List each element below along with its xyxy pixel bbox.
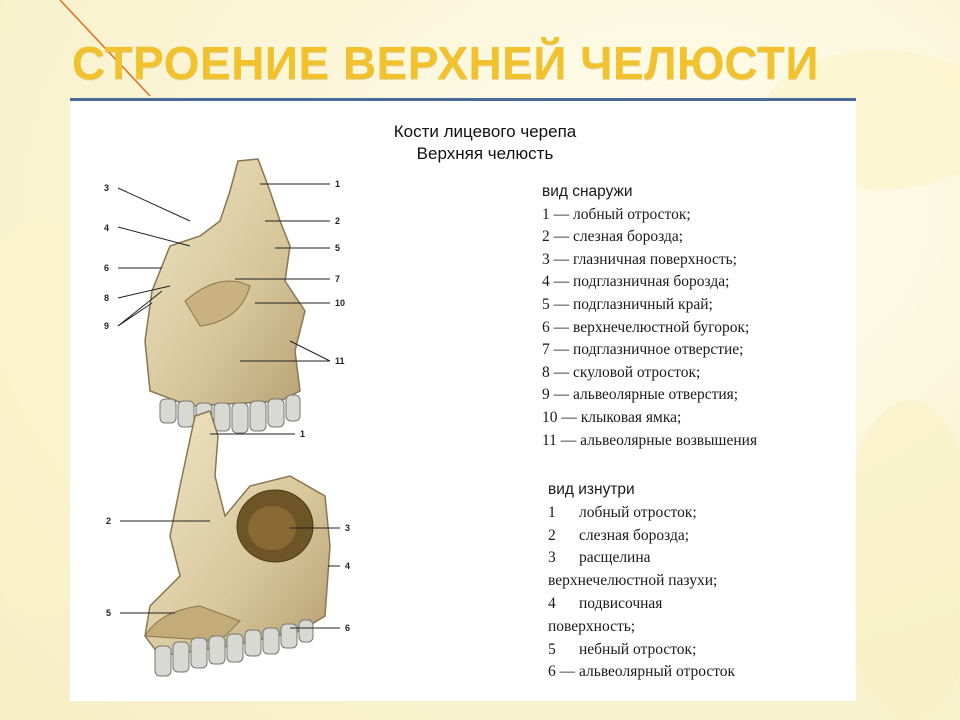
outer-label-3: 3 — [104, 183, 109, 193]
legend-inner-item: верхнечелюстной пазухи; — [548, 572, 718, 590]
legend-inner-heading: вид изнутри — [548, 481, 635, 498]
outer-label-9: 9 — [104, 321, 109, 331]
outer-label-5: 5 — [335, 243, 340, 253]
legend-outer-item: 6 — верхнечелюстной бугорок; — [542, 318, 750, 336]
legend-outer-view: вид снаружи 1 — лобный отросток; 2 — сле… — [542, 181, 757, 452]
legend-inner-item: 5 небный отросток; — [548, 640, 697, 658]
maxillary-sinus-inner — [248, 506, 296, 550]
palatine-process-shape — [144, 605, 241, 642]
figure-panel: Кости лицевого черепа Верхняя челюсть — [70, 98, 856, 701]
outer-label-4: 4 — [104, 223, 109, 233]
outer-label-10: 10 — [335, 298, 345, 308]
inner-label-numbers: 1 2 3 4 5 6 — [106, 429, 350, 633]
legend-inner-item: 6 — альвеолярный отросток — [548, 663, 736, 681]
legend-outer-item: 9 — альвеолярные отверстия; — [542, 386, 739, 404]
inner-label-1: 1 — [300, 429, 305, 439]
figure-title-line2: Верхняя челюсть — [416, 144, 554, 163]
figure-title: Кости лицевого черепа Верхняя челюсть — [300, 121, 670, 165]
slide-title: СТРОЕНИЕ ВЕРХНЕЙ ЧЕЛЮСТИ — [72, 37, 820, 89]
legend-outer-item: 1 — лобный отросток; — [542, 205, 691, 223]
legend-outer-item: 7 — подглазничное отверстие; — [542, 341, 744, 359]
legend-inner-item: поверхность; — [548, 617, 636, 635]
legend-inner-view: вид изнутри 1 лобный отросток; 2 слезная… — [548, 479, 735, 684]
outer-label-8: 8 — [104, 293, 109, 303]
legend-outer-item: 3 — глазничная поверхность; — [542, 250, 737, 268]
outer-label-1: 1 — [335, 179, 340, 189]
legend-outer-item: 10 — клыковая ямка; — [542, 408, 682, 426]
inner-leader-lines — [120, 433, 340, 629]
inner-label-2: 2 — [106, 516, 111, 526]
outer-label-numbers: 1 2 3 4 5 6 7 8 9 10 11 — [104, 179, 345, 366]
legend-inner-item: 1 лобный отросток; — [548, 503, 697, 521]
legend-inner-item: 3 расщелина — [548, 549, 651, 567]
inner-teeth — [154, 619, 314, 677]
legend-outer-item: 11 — альвеолярные возвышения — [542, 431, 758, 449]
inner-label-3: 3 — [345, 523, 350, 533]
legend-inner-item: 2 слезная борозда; — [548, 526, 690, 544]
outer-label-7: 7 — [335, 274, 340, 284]
legend-outer-heading: вид снаружи — [542, 183, 633, 200]
legend-outer-item: 5 — подглазничный край; — [542, 295, 713, 313]
outer-leader-lines — [117, 183, 331, 362]
zygomatic-process-shape — [184, 280, 251, 327]
inner-label-5: 5 — [106, 608, 111, 618]
legend-outer-item: 4 — подглазничная борозда; — [542, 273, 730, 291]
legend-inner-item: 4 подвисочная — [548, 594, 663, 612]
legend-outer-item: 8 — скуловой отросток; — [542, 363, 701, 381]
inner-label-4: 4 — [345, 561, 350, 571]
maxilla-inner-view-illustration: 1 2 3 4 5 6 — [106, 410, 350, 677]
outer-label-2: 2 — [335, 216, 340, 226]
figure-title-line1: Кости лицевого черепа — [393, 122, 577, 141]
title-accent-line — [59, 0, 151, 97]
outer-label-6: 6 — [104, 263, 109, 273]
outer-label-11: 11 — [335, 356, 345, 366]
inner-label-6: 6 — [345, 623, 350, 633]
legend-outer-item: 2 — слезная борозда; — [542, 228, 684, 246]
